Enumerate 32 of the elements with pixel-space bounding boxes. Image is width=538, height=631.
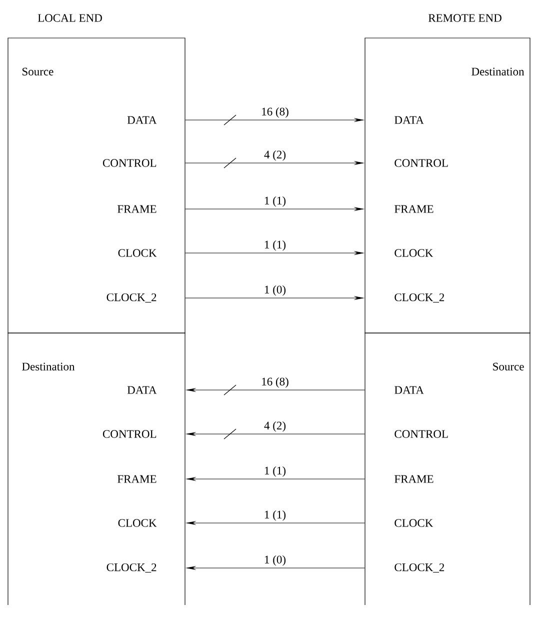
edge-label: 1 (0) [265,285,286,296]
signal-name: CLOCK_2 [394,293,444,303]
signal-name: DATA [127,386,157,394]
signal-name: CONTROL [102,430,156,438]
signal-name: CLOCK [118,519,157,527]
signal-name: CONTROL [394,430,448,438]
edge-label: 1 (1) [265,240,286,251]
signal-name: FRAME [394,205,434,213]
edge-label: 16 (8) [262,107,288,118]
edge-label: 1 (1) [265,466,286,477]
column-heading: LOCAL END [38,14,102,22]
signal-name: CLOCK_2 [394,563,444,573]
edge-label: 1 (1) [265,510,286,521]
column-heading: REMOTE END [428,14,502,22]
signal-name: CLOCK [118,249,157,257]
signal-name: CLOCK_2 [106,563,156,573]
edge-label: 16 (8) [262,377,288,388]
signal-name: FRAME [118,475,156,483]
signal-name: DATA [394,116,424,124]
signal-name: CLOCK [394,249,434,257]
edge-label: 1 (0) [265,555,286,566]
signal-name: FRAME [118,205,156,213]
signal-name: DATA [394,386,424,394]
edge-label: 4 (2) [264,150,286,161]
signal-name: DATA [127,116,157,124]
signal-name: CLOCK [394,519,434,527]
edge-label: 4 (2) [264,421,286,432]
signal-name: FRAME [394,475,434,483]
signal-name: CONTROL [102,159,156,167]
edge-label: 1 (1) [265,196,286,207]
signal-name: CONTROL [394,159,448,167]
signal-name: CLOCK_2 [106,293,156,303]
